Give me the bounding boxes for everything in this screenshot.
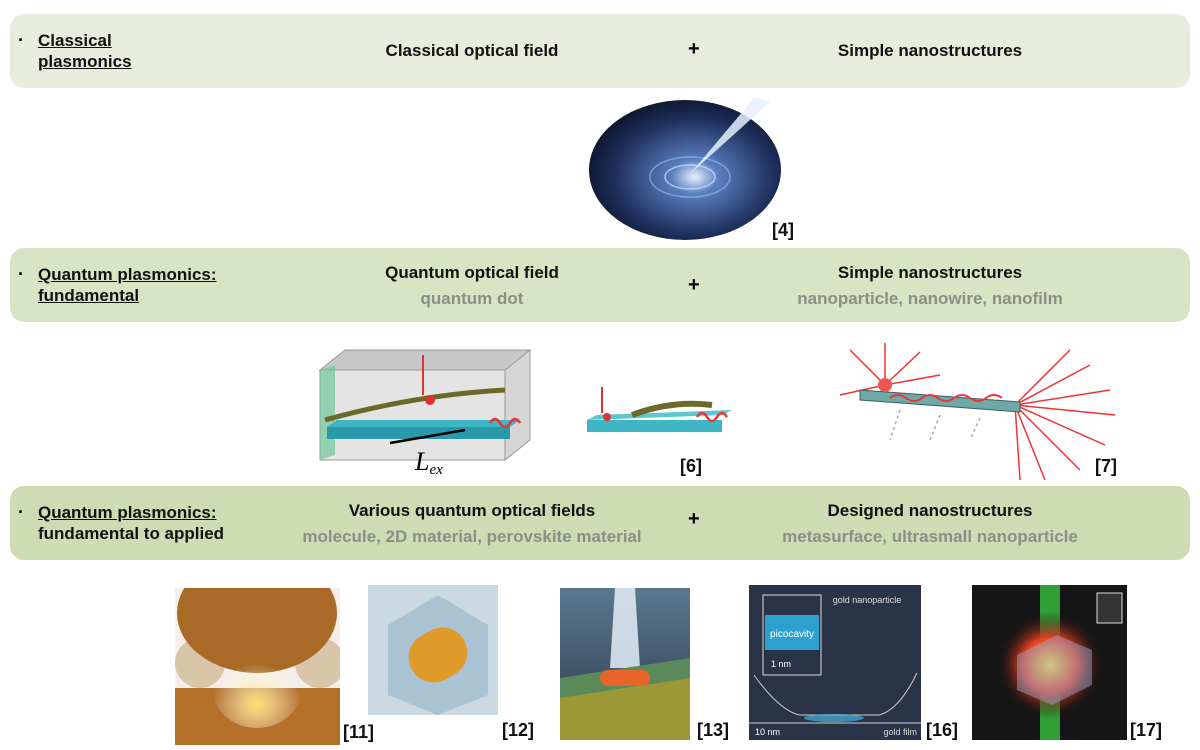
silver-nanowire-emission-image [839,343,1116,481]
gold-nanoparticle-label: gold nanoparticle [833,595,902,605]
category-line: plasmonics [38,52,132,71]
category-line: Classical [38,31,112,50]
ref-label: [17] [1130,720,1163,740]
gold-film-label: gold film [883,727,917,737]
banner-quantum-fundamental: · Quantum plasmonics: fundamental Quantum… [10,248,1190,322]
structure-label: Simple nanostructures [837,41,1023,60]
structure-block: Simple nanostructures nanoparticle, nanow… [720,260,1140,312]
plus-sign: + [688,38,700,60]
field-label: Classical optical field [385,41,559,60]
field-label: Various quantum optical fields [348,501,596,520]
category-label: Quantum plasmonics: fundamental [38,264,217,306]
field-sub: quantum dot [420,289,524,308]
plus-sign: + [688,508,700,530]
ref-label: [16] [926,720,959,740]
banner-quantum-applied: · Quantum plasmonics: fundamental to appl… [10,486,1190,560]
lex-label: Lex [414,447,443,475]
category-line: Quantum plasmonics: [38,265,217,284]
field-label: Quantum optical field [385,263,559,282]
category-line: fundamental [38,286,140,305]
banner-classical-plasmonics: · Classical plasmonics Classical optical … [10,14,1190,88]
quantum-dot-nanowire-box-image: Lex [318,348,532,475]
picocavity-image: gold nanoparticle picocavity 1 nm 10 nm … [749,585,921,740]
plasmon-ripple-image [589,97,781,240]
structure-block: Designed nanostructures metasurface, ultr… [720,498,1140,550]
nanorod-cavity-image [368,585,498,715]
scale-10nm-label: 10 nm [755,727,780,737]
2d-material-nanoparticle-image [560,588,690,740]
field-block: Various quantum optical fields molecule, … [262,498,682,550]
category-label: Classical plasmonics [38,30,132,72]
plus-sign: + [688,274,700,296]
molecule-nanogap-image [175,588,340,745]
ref-label: [4] [772,220,794,240]
field-sub: molecule, 2D material, perovskite materi… [302,527,642,546]
bullet: · [18,30,24,50]
ref-label: [6] [680,456,702,476]
category-line: Quantum plasmonics: [38,503,217,522]
metasurface-photoluminescence-image [972,585,1127,740]
ref-label: [11] [343,722,375,742]
bullet: · [18,264,24,284]
category-line: fundamental to applied [38,524,225,543]
structure-label: Designed nanostructures [827,501,1033,520]
structure-sub: nanoparticle, nanowire, nanofilm [797,289,1063,308]
quantum-dot-nanowire-image [587,387,732,432]
scale-1nm-label: 1 nm [771,659,791,669]
category-label: Quantum plasmonics: fundamental to applie… [38,502,224,544]
field-block: Quantum optical field quantum dot [262,260,682,312]
picocavity-label: picocavity [770,629,814,640]
bullet: · [18,502,24,522]
ref-label: [13] [697,720,730,740]
ref-label: [12] [502,720,535,740]
structure-sub: metasurface, ultrasmall nanoparticle [782,527,1078,546]
ref-label: [7] [1095,456,1117,476]
structure-label: Simple nanostructures [837,263,1023,282]
